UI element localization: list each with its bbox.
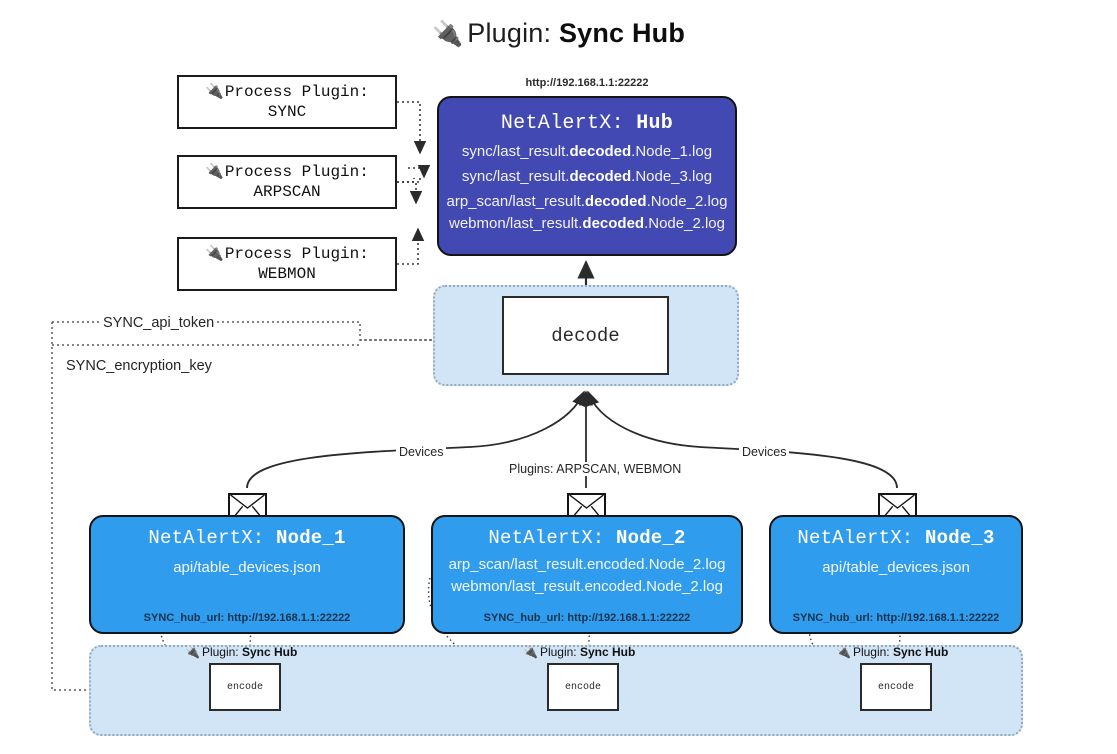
encoder-plugin-label-2: 🔌Plugin: Sync Hub bbox=[523, 645, 635, 659]
hub-title: NetAlertX: Hub bbox=[439, 112, 735, 135]
process-plugin-line1: 🔌Process Plugin: bbox=[205, 82, 369, 102]
node-title: NetAlertX: Node_2 bbox=[433, 527, 741, 549]
page-title-lead: Plugin: bbox=[467, 18, 552, 48]
hub-title-name: Hub bbox=[636, 112, 674, 135]
log-pre: sync/last_result. bbox=[461, 143, 570, 160]
node-hub-url: SYNC_hub_url: http://192.168.1.1:22222 bbox=[483, 612, 691, 624]
decode-box[interactable]: decode bbox=[502, 296, 669, 375]
encoder-plugin-lead: Plugin: bbox=[539, 645, 577, 659]
encode-box-1[interactable]: encode bbox=[209, 663, 281, 711]
node-title-name: Node_2 bbox=[616, 527, 686, 549]
log-pre: sync/last_result. bbox=[461, 168, 570, 185]
encoder-plugin-name: Sync Hub bbox=[242, 645, 298, 659]
encode-box-2[interactable]: encode bbox=[547, 663, 619, 711]
log-mid: decoded bbox=[584, 193, 647, 210]
edge-sync2-to-hub bbox=[408, 165, 431, 179]
hub-title-prefix: NetAlertX: bbox=[500, 112, 637, 135]
hub-log-line: webmon/last_result.decoded.Node_2.log bbox=[439, 215, 735, 232]
hub-log-line: arp_scan/last_result.decoded.Node_2.log bbox=[439, 193, 735, 210]
log-mid: decoded bbox=[582, 215, 645, 232]
log-post: .Node_2.log bbox=[646, 193, 728, 210]
edge-label-devices-right: Devices bbox=[739, 445, 790, 459]
node-title: NetAlertX: Node_1 bbox=[91, 527, 403, 549]
log-mid: decoded bbox=[569, 143, 632, 160]
plug-icon: 🔌 bbox=[205, 245, 224, 262]
node-line: webmon/last_result.encoded.Node_2.log bbox=[451, 578, 723, 595]
node-title-prefix: NetAlertX: bbox=[148, 527, 276, 549]
encoder-plugin-label-1: 🔌Plugin: Sync Hub bbox=[185, 645, 297, 659]
label-sync-api-token: SYNC_api_token bbox=[100, 315, 218, 331]
encoder-plugin-lead: Plugin: bbox=[852, 645, 890, 659]
log-mid: decoded bbox=[569, 168, 632, 185]
encode-box-3[interactable]: encode bbox=[860, 663, 932, 711]
hub-log-line: sync/last_result.decoded.Node_1.log bbox=[439, 143, 735, 160]
hub-url-label: http://192.168.1.1:22222 bbox=[525, 77, 649, 89]
encoder-plugin-name: Sync Hub bbox=[893, 645, 949, 659]
edge-webmon-to-hub bbox=[397, 227, 425, 265]
edge-arpscan-to-hub bbox=[397, 181, 423, 205]
plug-icon: 🔌 bbox=[523, 645, 538, 659]
log-pre: arp_scan/last_result. bbox=[446, 193, 585, 210]
log-pre: webmon/last_result. bbox=[449, 215, 583, 232]
page-title: 🔌Plugin: Sync Hub bbox=[0, 18, 1117, 49]
process-plugin-name: ARPSCAN bbox=[253, 183, 321, 201]
log-post: .Node_2.log bbox=[644, 215, 725, 232]
plug-icon: 🔌 bbox=[205, 163, 224, 180]
process-plugin-box-arpscan[interactable]: 🔌Process Plugin: ARPSCAN bbox=[177, 155, 397, 209]
process-plugin-label: Process Plugin: bbox=[224, 245, 369, 263]
label-sync-encryption-key: SYNC_encryption_key bbox=[63, 358, 215, 374]
node-line: api/table_devices.json bbox=[173, 559, 321, 576]
node-title-prefix: NetAlertX: bbox=[488, 527, 616, 549]
node-box-node-3[interactable]: NetAlertX: Node_3 api/table_devices.json… bbox=[769, 515, 1023, 634]
node-hub-url: SYNC_hub_url: http://192.168.1.1:22222 bbox=[143, 612, 351, 624]
edge-label-plugins-middle: Plugins: ARPSCAN, WEBMON bbox=[506, 462, 685, 476]
node-line: arp_scan/last_result.encoded.Node_2.log bbox=[448, 556, 726, 573]
encoder-plugin-label-3: 🔌Plugin: Sync Hub bbox=[836, 645, 948, 659]
edge-label-devices-left: Devices bbox=[396, 445, 447, 459]
process-plugin-box-sync[interactable]: 🔌Process Plugin: SYNC bbox=[177, 75, 397, 129]
process-plugin-name: SYNC bbox=[267, 103, 307, 121]
edge-arpscan-stub bbox=[397, 178, 421, 183]
process-plugin-line1: 🔌Process Plugin: bbox=[205, 162, 369, 182]
hub-log-line: sync/last_result.decoded.Node_3.log bbox=[439, 168, 735, 185]
node-hub-url: SYNC_hub_url: http://192.168.1.1:22222 bbox=[792, 612, 1000, 624]
node-title-prefix: NetAlertX: bbox=[797, 527, 925, 549]
edge-sync-to-hub bbox=[397, 101, 427, 155]
node-title: NetAlertX: Node_3 bbox=[771, 527, 1021, 549]
node-box-node-2[interactable]: NetAlertX: Node_2 arp_scan/last_result.e… bbox=[431, 515, 743, 634]
process-plugin-label: Process Plugin: bbox=[224, 83, 369, 101]
node-title-name: Node_3 bbox=[925, 527, 995, 549]
plug-icon: 🔌 bbox=[205, 83, 224, 100]
log-post: .Node_3.log bbox=[631, 168, 713, 185]
process-plugin-box-webmon[interactable]: 🔌Process Plugin: WEBMON bbox=[177, 237, 397, 291]
page-title-name: Sync Hub bbox=[558, 18, 686, 48]
hub-node[interactable]: NetAlertX: Hub sync/last_result.decoded.… bbox=[437, 96, 737, 256]
node-line: api/table_devices.json bbox=[822, 559, 970, 576]
encoder-plugin-lead: Plugin: bbox=[201, 645, 239, 659]
edge-arpscan-turn bbox=[397, 178, 415, 183]
encoder-plugin-name: Sync Hub bbox=[580, 645, 636, 659]
log-post: .Node_1.log bbox=[631, 143, 713, 160]
edge-encryption-key-to-encoders bbox=[51, 322, 142, 696]
node-box-node-1[interactable]: NetAlertX: Node_1 api/table_devices.json… bbox=[89, 515, 405, 634]
plug-icon: 🔌 bbox=[836, 645, 851, 659]
process-plugin-name: WEBMON bbox=[258, 265, 316, 283]
process-plugin-line1: 🔌Process Plugin: bbox=[205, 244, 369, 264]
node-title-name: Node_1 bbox=[276, 527, 346, 549]
plug-icon: 🔌 bbox=[185, 645, 200, 659]
process-plugin-label: Process Plugin: bbox=[224, 163, 369, 181]
plug-icon: 🔌 bbox=[431, 20, 464, 48]
